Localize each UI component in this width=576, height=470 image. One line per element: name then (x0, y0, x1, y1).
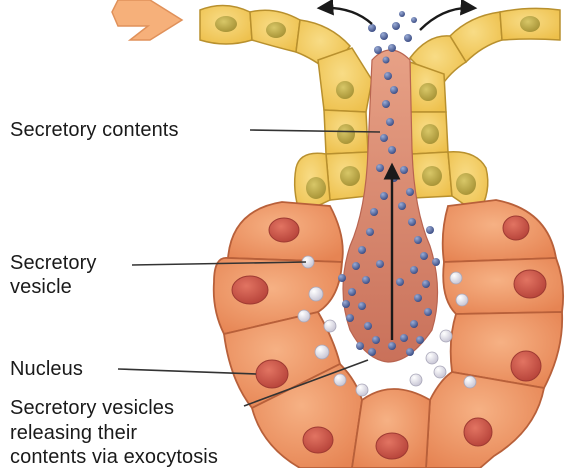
label-nucleus: Nucleus (10, 357, 83, 381)
label-secretory-contents: Secretory contents (10, 118, 179, 142)
label-releasing-vesicles: Secretory vesicles releasing their conte… (10, 396, 218, 470)
incoming-arrow (112, 0, 182, 40)
label-secretory-vesicle: Secretory vesicle (10, 251, 97, 299)
